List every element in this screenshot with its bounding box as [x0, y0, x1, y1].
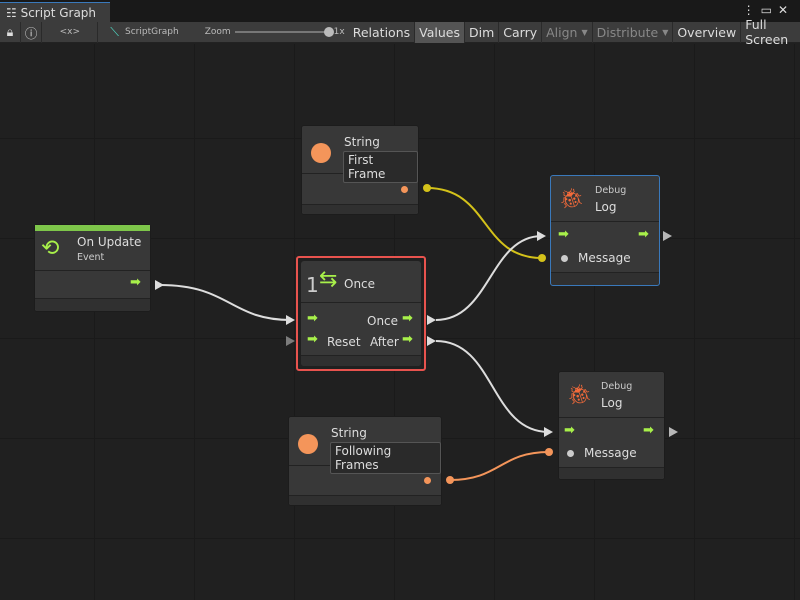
- once-count: 1: [306, 273, 319, 297]
- message-input-dot[interactable]: [567, 450, 574, 457]
- after-output-label: After: [370, 335, 399, 349]
- tab-bar: ☷ Script Graph ⋮▭✕: [0, 0, 800, 22]
- maximize-icon[interactable]: ▭: [760, 3, 778, 17]
- node-title: String: [331, 426, 367, 440]
- toolbar: 🔒︎ ⓘ <x> ⟍ ScriptGraph Zoom 1x Relations…: [0, 17, 800, 47]
- zoom-value: 1x: [333, 27, 345, 37]
- align-label: Align: [546, 24, 578, 40]
- carry-button[interactable]: Carry: [499, 21, 543, 43]
- wire-once-to-log1: [435, 235, 543, 321]
- code-button[interactable]: <x>: [42, 21, 99, 43]
- message-label: Message: [578, 251, 631, 265]
- caret-down-icon: ▼: [662, 27, 669, 37]
- message-input-dot[interactable]: [561, 255, 568, 262]
- tab-title: Script Graph: [20, 6, 97, 20]
- once-output-label: Once: [367, 314, 399, 328]
- relations-button[interactable]: Relations: [349, 21, 416, 43]
- wire-string2-to-log2: [449, 451, 550, 481]
- debug-log-node-2[interactable]: 🐞︎ Debug Log ➡ ➡ Message: [558, 371, 665, 480]
- wire-string1-to-log1: [426, 187, 543, 259]
- exit-arrow-icon: ➡: [638, 227, 649, 242]
- close-icon[interactable]: ✕: [777, 3, 794, 17]
- values-button[interactable]: Values: [415, 21, 465, 43]
- bug-icon: 🐞︎: [559, 186, 585, 210]
- string-value-field[interactable]: First Frame: [343, 151, 418, 183]
- once-arrow-icon: ➡: [402, 311, 413, 326]
- string-node-following-frames[interactable]: String Following Frames: [288, 416, 442, 506]
- enter-arrow-icon: ➡: [307, 311, 318, 326]
- log1-enter-port[interactable]: [537, 231, 546, 241]
- kebab-icon[interactable]: ⋮: [742, 3, 761, 17]
- once-reset-port[interactable]: [286, 336, 295, 346]
- dim-button[interactable]: Dim: [465, 21, 500, 43]
- graph-icon: ⟍: [110, 24, 119, 39]
- tab-script-graph[interactable]: ☷ Script Graph: [0, 2, 110, 22]
- string-value-field[interactable]: Following Frames: [330, 442, 441, 474]
- caret-down-icon: ▼: [581, 27, 588, 37]
- after-output-port[interactable]: [427, 336, 436, 346]
- align-dropdown[interactable]: Align ▼: [542, 21, 593, 43]
- once-node[interactable]: 1 ⇆ Once ➡ Once ➡ ➡ Reset After ➡: [296, 256, 426, 371]
- graph-breadcrumb[interactable]: ⟍ ScriptGraph Zoom 1x: [98, 22, 349, 43]
- loop-arrows-icon: ⇆: [319, 267, 338, 292]
- node-title: String: [344, 135, 380, 149]
- graph-name: ScriptGraph: [125, 27, 179, 37]
- after-arrow-icon: ➡: [402, 332, 413, 347]
- reset-input-label: Reset: [327, 335, 361, 349]
- exit-arrow-icon: ➡: [643, 423, 654, 438]
- update-event-icon: ⟲: [41, 236, 60, 261]
- zoom-slider[interactable]: [234, 27, 334, 37]
- code-label: <x>: [59, 27, 81, 37]
- once-enter-port[interactable]: [286, 315, 295, 325]
- message-label: Message: [584, 446, 637, 460]
- string-icon: [298, 434, 318, 454]
- node-title: Log: [601, 396, 623, 410]
- wire-update-to-once: [159, 284, 292, 321]
- enter-arrow-icon: ➡: [558, 227, 569, 242]
- string-output-dot[interactable]: [401, 186, 408, 193]
- once-output-port[interactable]: [427, 315, 436, 325]
- distribute-dropdown[interactable]: Distribute ▼: [593, 21, 674, 43]
- log1-exit-port[interactable]: [663, 231, 672, 241]
- control-output-arrow-icon: ➡: [130, 275, 141, 290]
- string-output-dot[interactable]: [424, 477, 431, 484]
- enter-arrow-icon: ➡: [564, 423, 575, 438]
- node-title: Log: [595, 200, 617, 214]
- lock-icon[interactable]: 🔒︎: [0, 21, 21, 43]
- reset-arrow-icon: ➡: [307, 332, 318, 347]
- wire-after-to-log2: [435, 340, 550, 433]
- string-node-first-frame[interactable]: String First Frame: [301, 125, 419, 215]
- event-accent-bar: [35, 225, 150, 231]
- info-icon[interactable]: ⓘ: [21, 21, 43, 43]
- overview-button[interactable]: Overview: [673, 21, 742, 43]
- log2-exit-port[interactable]: [669, 427, 678, 437]
- string-icon: [311, 143, 331, 163]
- distribute-label: Distribute: [596, 24, 659, 40]
- node-subtitle: Debug: [595, 185, 627, 196]
- debug-log-node-1[interactable]: 🐞︎ Debug Log ➡ ➡ Message: [550, 175, 660, 286]
- hierarchy-icon: ☷: [6, 6, 17, 20]
- control-output-port[interactable]: [155, 280, 164, 290]
- node-title: Once: [344, 277, 376, 291]
- on-update-node[interactable]: ⟲ On Update Event ➡: [34, 224, 151, 312]
- bug-icon: 🐞︎: [567, 382, 593, 406]
- node-subtitle: Event: [77, 252, 105, 263]
- node-title: On Update: [77, 235, 142, 249]
- node-subtitle: Debug: [601, 381, 633, 392]
- zoom-label: Zoom: [204, 27, 231, 37]
- log2-enter-port[interactable]: [544, 427, 553, 437]
